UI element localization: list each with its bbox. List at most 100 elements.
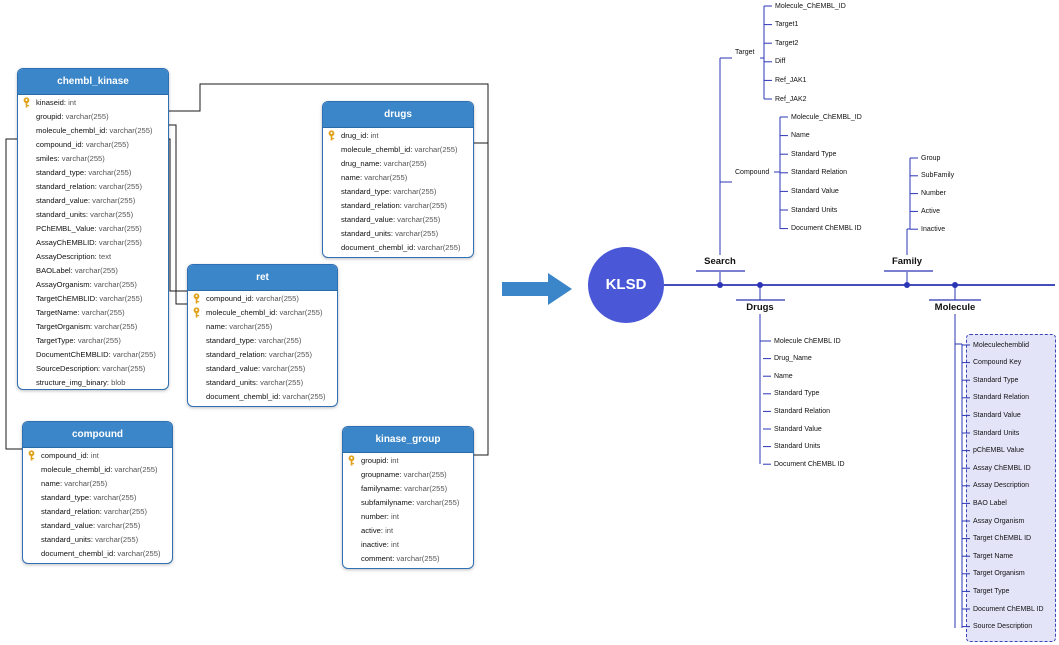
field-name: TargetOrganism <box>36 322 91 331</box>
field-name: AssayOrganism <box>36 280 90 289</box>
table-field: inactive: int <box>361 540 400 549</box>
field-type: varchar(255) <box>397 215 441 224</box>
field-type: varchar(255) <box>268 350 312 359</box>
field-type: varchar(255) <box>404 484 448 493</box>
field-name: BAOLabel <box>36 266 71 275</box>
molecule-field-label: pChEMBL Value <box>973 447 1024 455</box>
field-name: standard_value <box>341 215 393 224</box>
family-field-label: Number <box>921 190 946 198</box>
molecule-fields-box <box>966 334 1056 642</box>
primary-key-icon <box>23 97 30 108</box>
branch-label-drugs: Drugs <box>746 302 774 313</box>
root-node-klsd: KLSD <box>588 247 664 323</box>
sub-branch-label-target: Target <box>735 49 755 56</box>
table-field: groupname: varchar(255) <box>361 470 447 479</box>
field-type: varchar(255) <box>61 154 105 163</box>
field-name: standard_type <box>41 493 90 502</box>
table-title: compound <box>23 422 172 448</box>
field-type: varchar(255) <box>417 243 461 252</box>
target-field-label: Target1 <box>775 21 799 29</box>
table-field: drug_id: int <box>323 129 473 143</box>
field-name: standard_units <box>341 229 391 238</box>
compound-field-label: Name <box>791 132 810 140</box>
compound-field-label: Standard Value <box>791 187 839 195</box>
table-title: kinase_group <box>343 427 473 453</box>
field-name: smiles <box>36 154 58 163</box>
field-name: compound_id <box>41 451 87 460</box>
field-type: varchar(255) <box>94 322 138 331</box>
field-name: standard_type <box>206 336 255 345</box>
field-type: varchar(255) <box>103 507 147 516</box>
field-name: DocumentChEMBLID <box>36 350 109 359</box>
table-field: familyname: varchar(255) <box>361 484 448 493</box>
primary-key-icon <box>348 455 355 466</box>
molecule-field-label: Compound Key <box>973 359 1022 367</box>
field-name: standard_relation <box>206 350 265 359</box>
molecule-field-label: Source Description <box>973 623 1033 631</box>
field-name: AssayDescription <box>36 252 95 261</box>
table-field: molecule_chembl_id: varchar(255) <box>188 306 337 320</box>
table-field: TargetOrganism: varchar(255) <box>36 322 138 331</box>
field-type: varchar(255) <box>64 479 108 488</box>
family-field-label: Active <box>921 207 941 215</box>
link-compound-id <box>5 138 22 450</box>
compound-field-label: Standard Units <box>791 206 838 214</box>
branch-label-family: Family <box>891 256 923 267</box>
field-name: name <box>41 479 60 488</box>
compound-field-label: Molecule_ChEMBL_ID <box>791 113 862 121</box>
field-list: compound_id: varchar(255)molecule_chembl… <box>188 291 337 406</box>
field-name: TargetChEMBLID <box>36 294 96 303</box>
primary-key-icon <box>28 450 35 461</box>
field-name: standard_units <box>41 535 91 544</box>
table-field: AssayChEMBLID: varchar(255) <box>36 238 142 247</box>
molecule-field-label: Target Organism <box>973 570 1025 578</box>
field-name: drug_id <box>341 131 367 140</box>
table-field: standard_relation: varchar(255) <box>341 201 447 210</box>
table-field: name: varchar(255) <box>206 322 273 331</box>
compound-field-label: Document ChEMBL ID <box>791 225 862 233</box>
field-name: compound_id <box>36 140 82 149</box>
field-name: standard_value <box>206 364 258 373</box>
branch-label-search: Search <box>704 256 736 267</box>
field-type: varchar(255) <box>102 364 146 373</box>
table-field: standard_type: varchar(255) <box>36 168 132 177</box>
field-name: subfamilyname <box>361 498 413 507</box>
molecule-field-label: Assay Description <box>973 482 1030 490</box>
field-name: standard_type <box>36 168 85 177</box>
molecule-field-label: Standard Relation <box>973 394 1030 402</box>
molecule-field-label: Document ChEMBL ID <box>973 605 1044 613</box>
field-name: standard_relation <box>41 507 100 516</box>
field-name: drug_name <box>341 159 380 168</box>
drugs-field-label: Standard Value <box>774 425 822 433</box>
link-molecule-chembl-id <box>167 124 188 305</box>
field-name: familyname <box>361 484 400 493</box>
table-field: standard_relation: varchar(255) <box>36 182 142 191</box>
target-field-label: Molecule_ChEMBL_ID <box>775 2 846 10</box>
field-type: varchar(255) <box>403 470 447 479</box>
primary-key-icon <box>193 293 200 304</box>
field-name: groupname <box>361 470 400 479</box>
field-type: varchar(255) <box>229 322 273 331</box>
table-field: name: varchar(255) <box>341 173 408 182</box>
field-name: molecule_chembl_id <box>341 145 411 154</box>
field-type: varchar(255) <box>95 535 139 544</box>
table-field: document_chembl_id: varchar(255) <box>341 243 461 252</box>
field-name: active <box>361 526 381 535</box>
field-type: varchar(255) <box>90 210 134 219</box>
drugs-field-label: Molecule ChEMBL ID <box>774 337 841 345</box>
table-field: standard_type: varchar(255) <box>341 187 437 196</box>
field-type: varchar(255) <box>393 187 437 196</box>
table-field: standard_type: varchar(255) <box>206 336 302 345</box>
table-field: document_chembl_id: varchar(255) <box>41 549 161 558</box>
field-type: varchar(255) <box>81 308 125 317</box>
field-name: standard_value <box>36 196 88 205</box>
sub-branch-label-compound: Compound <box>735 169 770 176</box>
field-name: standard_type <box>341 187 390 196</box>
field-type: varchar(255) <box>416 498 460 507</box>
field-name: structure_img_binary <box>36 378 107 387</box>
drugs-field-label: Name <box>774 372 793 380</box>
table-field: number: int <box>361 512 400 521</box>
